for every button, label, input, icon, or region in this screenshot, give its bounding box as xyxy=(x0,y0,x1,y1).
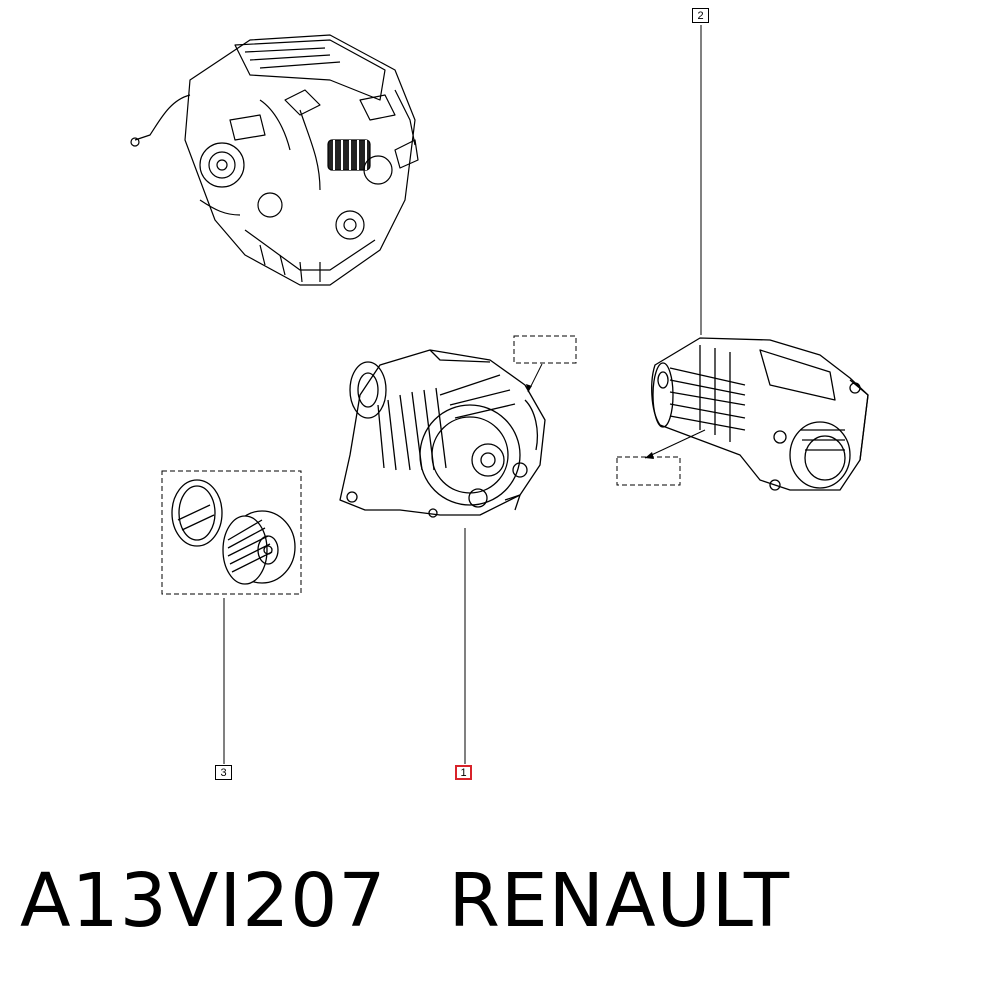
callout-1-alternator[interactable]: 1 xyxy=(455,765,472,780)
engine-assembly-illustration xyxy=(130,34,419,286)
starter-reference-arrow xyxy=(644,429,706,459)
callout-3-pulley-kit[interactable]: 3 xyxy=(215,765,232,780)
starter-reference-box xyxy=(616,456,681,486)
reference-code: A13VI207 xyxy=(20,858,387,944)
diagram-caption: A13VI207 RENAULT xyxy=(20,858,790,944)
pulley-kit-illustration xyxy=(171,479,296,585)
starter-motor-illustration xyxy=(651,337,869,491)
callout-2-starter-motor[interactable]: 2 xyxy=(692,8,709,23)
brand-name: RENAULT xyxy=(448,858,791,944)
pulley-kit-dashed-frame xyxy=(161,470,302,595)
alternator-reference-box xyxy=(513,335,577,364)
alternator-illustration xyxy=(339,349,546,518)
